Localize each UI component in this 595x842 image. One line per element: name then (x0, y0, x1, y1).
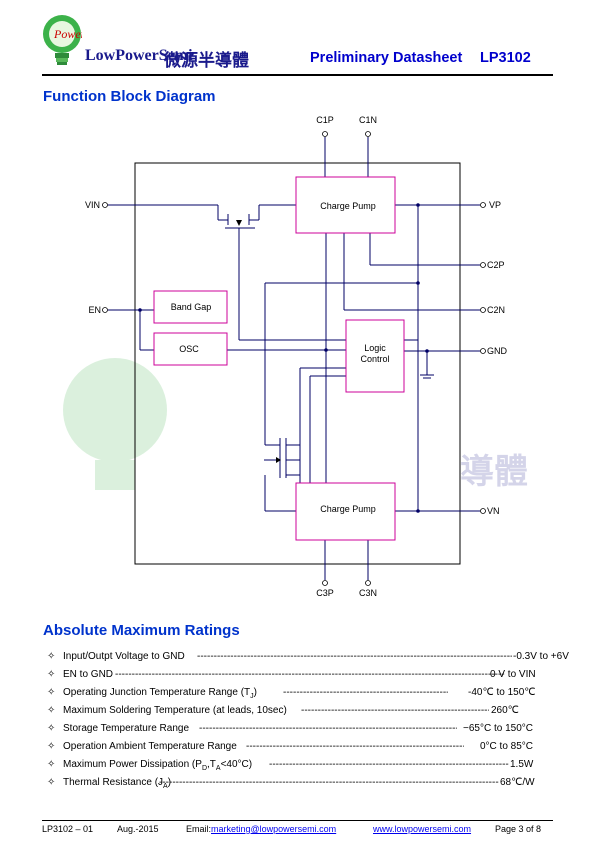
footer-email-label: Email: (186, 824, 212, 834)
transistor-arrow-icon (236, 220, 242, 226)
rating-label: Input/Outpt Voltage to GND (63, 651, 185, 662)
diamond-bullet-icon: ✧ (47, 777, 56, 788)
footer-website-link[interactable]: www.lowpowersemi.com (373, 824, 472, 834)
junction-dots (138, 203, 429, 513)
pin-label-c3n: C3N (359, 588, 377, 598)
rating-value: -0.3V to +6V (513, 651, 569, 662)
osc-label: OSC (179, 344, 199, 354)
diamond-bullet-icon: ✧ (47, 723, 56, 734)
pin-label-c3p: C3P (316, 588, 334, 598)
svg-text:導體: 導體 (460, 452, 528, 492)
diamond-bullet-icon: ✧ (47, 705, 56, 716)
logo: Power (42, 10, 86, 76)
pin-label-vin: VIN (85, 200, 100, 210)
logic-control-block (345, 319, 405, 393)
leader-dots: ----------------------------------------… (301, 705, 489, 716)
rating-item: ✧ Thermal Resistance (JA) --------------… (47, 777, 537, 790)
charge-pump-bottom-label: Charge Pump (320, 504, 376, 514)
leader-dots: ----------------------------------------… (159, 777, 499, 788)
rating-value: 0 V to VIN (490, 669, 536, 680)
diamond-bullet-icon: ✧ (47, 741, 56, 752)
rating-label: EN to GND (63, 669, 114, 680)
pin-label-gnd: GND (487, 346, 508, 356)
wires (108, 137, 480, 580)
rating-item: ✧ Operation Ambient Temperature Range --… (47, 741, 537, 752)
function-block-diagram-title: Function Block Diagram (43, 88, 216, 105)
pin-label-vp: VP (489, 200, 501, 210)
charge-pump-top-block (295, 176, 396, 234)
rating-value: −65°C to 150°C (463, 723, 533, 734)
rating-label: Operating Junction Temperature Range (TJ… (63, 687, 257, 700)
footer-email-link[interactable]: marketing@lowpowersemi.com (211, 824, 337, 834)
pin-terminals (102, 131, 486, 586)
rating-label: Thermal Resistance (JA) (63, 777, 172, 790)
logo-mark: Power (53, 27, 82, 41)
diamond-bullet-icon: ✧ (47, 651, 56, 662)
rating-value: 68℃/W (500, 777, 535, 788)
band-gap-label: Band Gap (171, 302, 212, 312)
diamond-bullet-icon: ✧ (47, 669, 56, 680)
absolute-maximum-ratings-title: Absolute Maximum Ratings (43, 622, 240, 639)
pin-label-en: EN (88, 305, 101, 315)
footer-rule (42, 820, 553, 821)
rating-label: Storage Temperature Range (63, 723, 190, 734)
rating-label: Maximum Soldering Temperature (at leads,… (63, 705, 287, 716)
logic-label: Logic (364, 343, 386, 353)
rating-item: ✧ EN to GND ----------------------------… (47, 669, 537, 680)
footer-date: Aug.-2015 (117, 824, 159, 834)
rating-item: ✧ Storage Temperature Range ------------… (47, 723, 537, 734)
rating-item: ✧ Maximum Soldering Temperature (at lead… (47, 705, 537, 716)
header-rule (42, 74, 553, 76)
footer-page-number: Page 3 of 8 (495, 824, 542, 834)
footer-doc-number: LP3102 – 01 (42, 824, 94, 834)
charge-pump-bottom-block (295, 482, 396, 541)
rating-value: 1.5W (510, 759, 534, 770)
leader-dots: ----------------------------------------… (197, 651, 512, 662)
function-block-diagram: Charge Pump Charge Pump Band Gap OSC Log… (85, 115, 508, 598)
leader-dots: ----------------------------------------… (246, 741, 464, 752)
transistor-arrow-icon (276, 457, 281, 463)
header-part-number: LP3102 (480, 50, 531, 66)
leader-dots: ----------------------------------------… (269, 759, 509, 770)
pin-label-c2p: C2P (487, 260, 505, 270)
bulb-logo-icon: Power (43, 15, 86, 65)
pin-label-c2n: C2N (487, 305, 505, 315)
rating-value: 0°C to 85°C (480, 741, 534, 752)
osc-block (153, 332, 228, 366)
rating-label: Maximum Power Dissipation (PD,TA<40°C) (63, 759, 253, 772)
header-title: Preliminary Datasheet (310, 50, 463, 66)
control-label: Control (360, 354, 389, 364)
diamond-bullet-icon: ✧ (47, 687, 56, 698)
band-gap-block (153, 290, 228, 324)
rating-item: ✧ Maximum Power Dissipation (PD,TA<40°C)… (47, 759, 537, 772)
pin-label-c1n: C1N (359, 115, 377, 125)
charge-pump-top-label: Charge Pump (320, 201, 376, 211)
leader-dots: ----------------------------------------… (199, 723, 457, 734)
rating-value: -40℃ to 150℃ (468, 687, 536, 698)
diamond-bullet-icon: ✧ (47, 759, 56, 770)
rating-label: Operation Ambient Temperature Range (63, 741, 237, 752)
pin-label-c1p: C1P (316, 115, 334, 125)
rating-value: 260℃ (491, 705, 519, 716)
pin-label-vn: VN (487, 506, 500, 516)
watermark: 導體 (60, 355, 540, 495)
leader-dots: ----------------------------------------… (283, 687, 448, 698)
leader-dots: ----------------------------------------… (115, 669, 505, 680)
rating-item: ✧ Operating Junction Temperature Range (… (47, 687, 537, 700)
blocks (153, 176, 405, 541)
brand-name: LowPowerSemi (85, 47, 193, 64)
rating-item: ✧ Input/Outpt Voltage to GND -----------… (47, 651, 569, 662)
brand-name-cn: 微源半導體 (164, 51, 249, 70)
ic-outline (134, 162, 461, 565)
watermark-bulb-icon: 導體 (63, 358, 528, 492)
